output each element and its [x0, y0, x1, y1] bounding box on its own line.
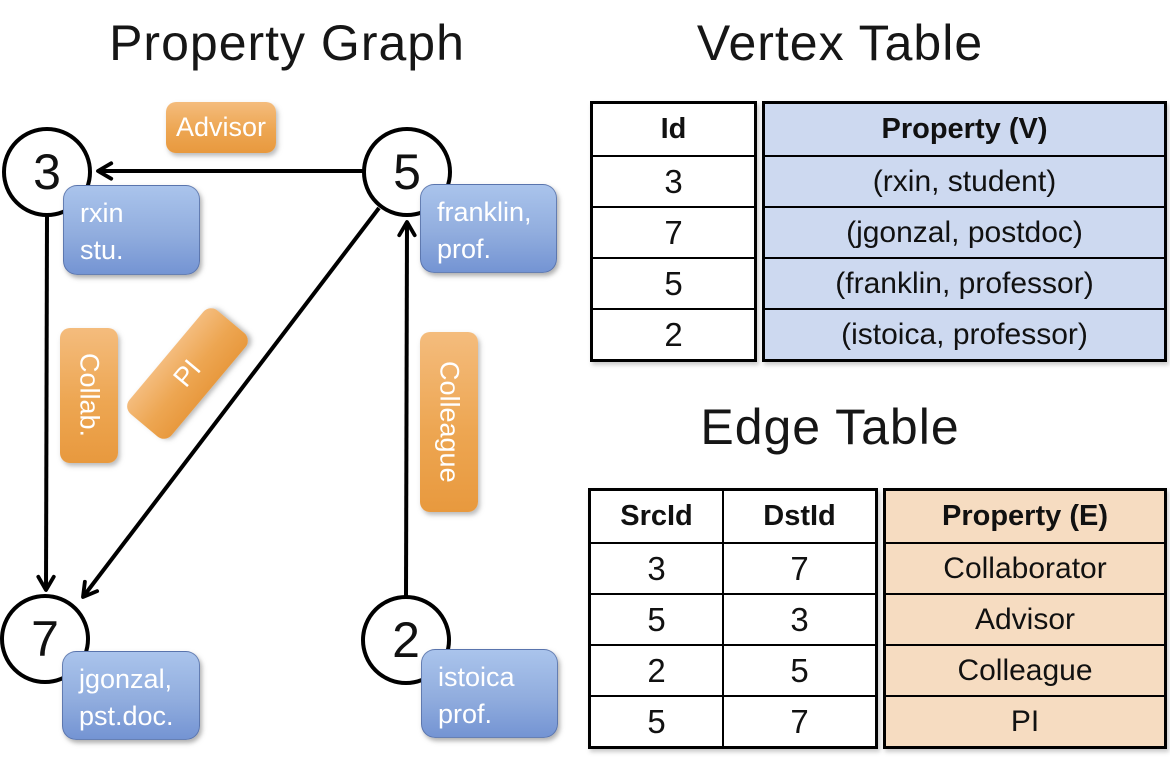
- node-id: 2: [392, 612, 420, 668]
- vertex-id-cell: 3: [664, 162, 683, 200]
- vertex-id-cell: 7: [664, 213, 683, 251]
- vertex-table-id-column: Id 3 7 5 2: [590, 101, 757, 362]
- table-row: PI: [886, 695, 1164, 746]
- table-row: 5: [593, 257, 754, 308]
- node-id: 3: [33, 144, 61, 200]
- edge-3-to-7: [36, 215, 56, 592]
- vertex-id-cell: 5: [664, 264, 683, 302]
- vertex-property-line: prof.: [437, 234, 492, 264]
- vertex-table-property-column: Property (V) (rxin, student) (jgonzal, p…: [762, 101, 1167, 362]
- vertex-property-line: stu.: [80, 235, 124, 265]
- edge-property-cell: Advisor: [974, 602, 1076, 636]
- table-row: 2 5: [591, 644, 875, 695]
- edge-dstid-cell: 3: [722, 595, 875, 644]
- table-row: (jgonzal, postdoc): [765, 206, 1164, 257]
- vertex-property-line: pst.doc.: [79, 701, 174, 731]
- property-graph-title: Property Graph: [109, 15, 465, 71]
- node-circle-2: 2: [361, 595, 451, 685]
- table-row: 5 7: [591, 695, 875, 746]
- vertex-property-box-5: franklin, prof.: [420, 184, 557, 273]
- node-id: 5: [393, 144, 421, 200]
- edge-table-srcid-header: SrcId: [620, 500, 693, 532]
- edge-2-to-5: [397, 220, 417, 597]
- edge-dstid-cell: 5: [722, 646, 875, 695]
- vertex-property-cell: (franklin, professor): [835, 266, 1094, 300]
- table-row: 5 3: [591, 593, 875, 644]
- table-row: (istoica, professor): [765, 308, 1164, 359]
- edge-table-dstid-header: DstId: [722, 491, 875, 542]
- table-row: 3: [593, 155, 754, 206]
- edge-table-property-header: Property (E): [942, 500, 1108, 532]
- vertex-id-cell: 2: [664, 315, 683, 353]
- vertex-property-box-2: istoica prof.: [421, 649, 558, 738]
- edge-label-colleague: Colleague: [420, 332, 478, 512]
- edge-property-cell: Collaborator: [943, 551, 1107, 585]
- edge-property-cell: Colleague: [957, 653, 1093, 687]
- node-id: 7: [31, 611, 59, 667]
- edge-srcid-cell: 5: [647, 702, 666, 740]
- vertex-property-box-7: jgonzal, pst.doc.: [62, 651, 200, 740]
- vertex-property-cell: (istoica, professor): [841, 317, 1088, 351]
- edge-label-advisor: Advisor: [166, 102, 276, 153]
- vertex-property-line: prof.: [438, 699, 493, 729]
- table-row: Collaborator: [886, 542, 1164, 593]
- vertex-property-line: franklin,: [437, 197, 532, 227]
- edge-5-to-7: [81, 206, 381, 599]
- edge-property-cell: PI: [1010, 704, 1040, 738]
- edge-table-property-column: Property (E) Collaborator Advisor Collea…: [883, 488, 1167, 749]
- edge-dstid-cell: 7: [722, 697, 875, 746]
- edge-srcid-cell: 2: [647, 651, 666, 689]
- vertex-property-cell: (rxin, student): [872, 164, 1057, 198]
- edge-srcid-cell: 5: [647, 600, 666, 638]
- vertex-property-line: rxin: [80, 198, 124, 228]
- vertex-property-line: jgonzal,: [79, 664, 173, 694]
- table-row: (franklin, professor): [765, 257, 1164, 308]
- node-circle-5: 5: [362, 127, 452, 217]
- graph-edges: [36, 161, 417, 599]
- table-row: Advisor: [886, 593, 1164, 644]
- table-row: (rxin, student): [765, 155, 1164, 206]
- edge-dstid-cell: 7: [722, 544, 875, 593]
- vertex-table-id-header: Id: [660, 113, 687, 145]
- table-row: 3 7: [591, 542, 875, 593]
- vertex-property-line: istoica: [438, 662, 515, 692]
- vertex-table-title: Vertex Table: [696, 15, 984, 71]
- table-row: 2: [593, 308, 754, 359]
- edge-label-collab: Collab.: [60, 328, 118, 463]
- table-row: Colleague: [886, 644, 1164, 695]
- table-row: 7: [593, 206, 754, 257]
- vertex-table-property-header: Property (V): [881, 113, 1048, 145]
- edge-table-title: Edge Table: [700, 399, 960, 455]
- vertex-property-cell: (jgonzal, postdoc): [846, 215, 1083, 249]
- vertex-property-box-3: rxin stu.: [63, 185, 200, 275]
- edge-table-src-dst-columns: SrcId DstId 3 7 5 3 2 5 5 7: [588, 488, 878, 749]
- edge-srcid-cell: 3: [647, 549, 666, 587]
